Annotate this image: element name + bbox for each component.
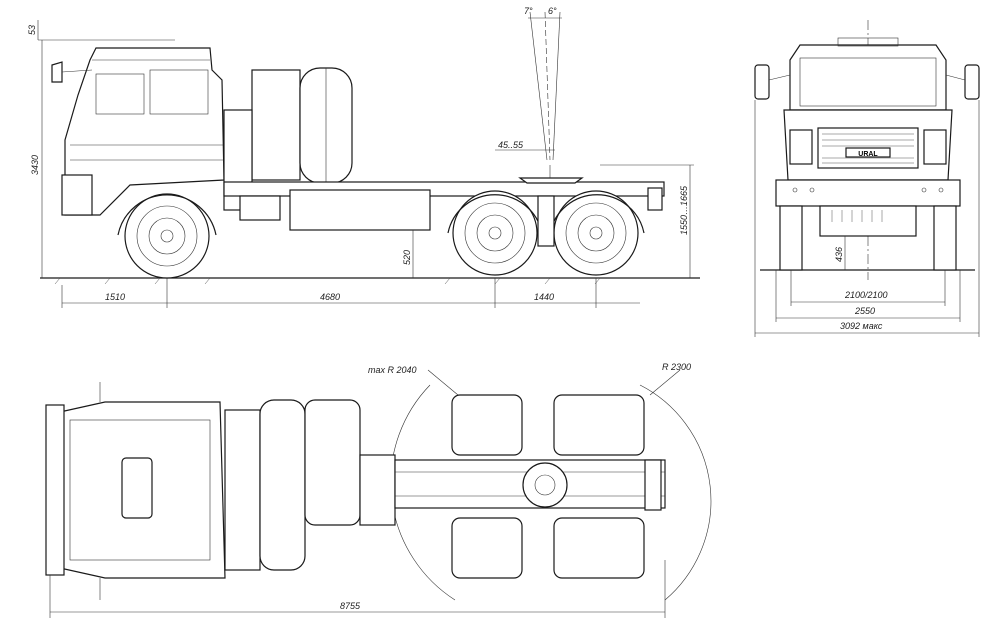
dim-front-overhang: 1510 bbox=[105, 292, 125, 302]
dim-width: 2550 bbox=[854, 306, 875, 316]
mirror bbox=[51, 61, 63, 83]
dim-overall-length: 8755 bbox=[340, 601, 361, 611]
dim-axle-clearance: 436 bbox=[834, 247, 844, 262]
front-cab-outline bbox=[789, 44, 947, 111]
front-mirror-left bbox=[754, 64, 770, 100]
dim-track: 2100/2100 bbox=[844, 290, 888, 300]
dim-rear-axle-spacing: 1440 bbox=[534, 292, 554, 302]
front-bumper bbox=[61, 174, 93, 216]
grille bbox=[817, 127, 919, 169]
side-view: 7° 6° 45..55 3430 53 1550…1665 520 1510 … bbox=[27, 6, 700, 308]
front-wheel bbox=[117, 193, 217, 279]
grille-badge: URAL bbox=[858, 151, 878, 158]
cab-window-side bbox=[149, 69, 209, 115]
dim-overall-height: 3430 bbox=[30, 155, 40, 175]
cab-outline bbox=[64, 47, 225, 216]
top-rear-wheel-2 bbox=[553, 394, 645, 456]
dim-angle-front: 7° bbox=[524, 6, 533, 16]
front-view-wheel-right bbox=[933, 205, 957, 271]
dim-turn-radius-inner: max R 2040 bbox=[368, 365, 417, 375]
dim-fifth-wheel-offset: 45..55 bbox=[498, 140, 524, 150]
dim-fifth-wheel-height: 1550…1665 bbox=[679, 185, 689, 235]
front-view-bumper bbox=[775, 179, 961, 207]
rear-wheel-1 bbox=[452, 190, 538, 276]
top-rear-wheel-3 bbox=[451, 517, 523, 579]
top-rear-wheel-1 bbox=[451, 394, 523, 456]
top-rear-wheel-4 bbox=[553, 517, 645, 579]
dim-angle-rear: 6° bbox=[548, 6, 557, 16]
dim-wheelbase: 4680 bbox=[320, 292, 340, 302]
dim-ground-clearance: 520 bbox=[402, 250, 412, 265]
top-spare-wheel bbox=[259, 399, 306, 571]
dim-max-width: 3092 макс bbox=[840, 321, 883, 331]
air-filter bbox=[251, 69, 301, 181]
roof-hatch bbox=[121, 457, 153, 519]
front-view-wheel-left bbox=[779, 205, 803, 271]
front-mirror-right bbox=[964, 64, 980, 100]
dim-top-offset: 53 bbox=[27, 25, 37, 35]
dim-turn-radius-outer: R 2300 bbox=[662, 362, 691, 372]
cab-window-front bbox=[95, 73, 145, 115]
fifth-wheel bbox=[518, 177, 584, 184]
fuel-tank bbox=[289, 189, 431, 231]
top-view: max R 2040 R 2300 8755 bbox=[45, 362, 712, 618]
front-view: URAL 436 2100/2100 2550 3092 макс bbox=[754, 20, 980, 337]
